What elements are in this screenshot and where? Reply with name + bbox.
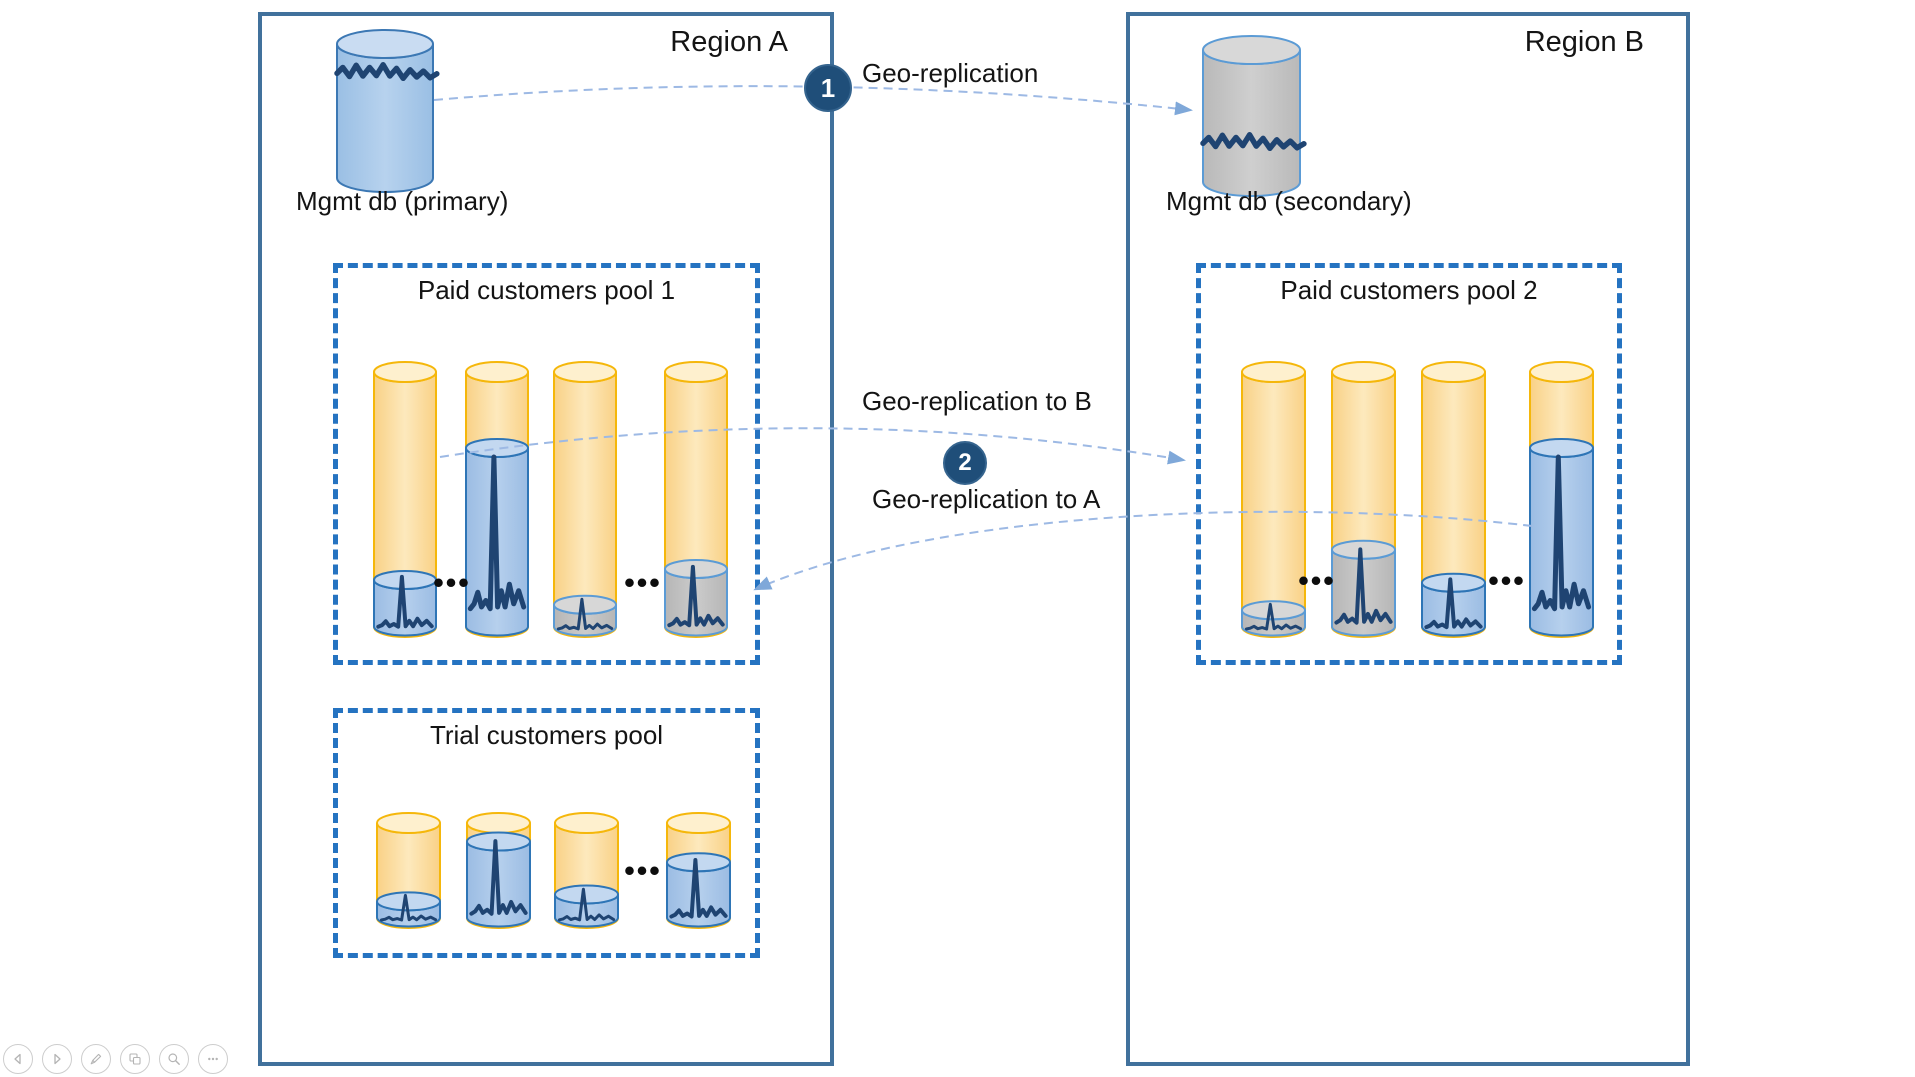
- pool-trial-customers-title: Trial customers pool: [429, 720, 664, 750]
- pool-paid-customers-1-title: Paid customers pool 1: [417, 275, 676, 305]
- region-b-title: Region B: [1524, 26, 1644, 58]
- pool2-ellipsis-2: •••: [1488, 564, 1526, 598]
- zoom-icon: [168, 1053, 180, 1065]
- mgmt-db-secondary-label: Mgmt db (secondary): [1166, 186, 1412, 216]
- see-all-slides-button[interactable]: [120, 1044, 150, 1074]
- pool2-ellipsis-1: •••: [1298, 564, 1336, 598]
- pen-icon: [90, 1053, 102, 1065]
- step-2-badge: 2: [943, 441, 987, 485]
- geo-replication-to-a-label: Geo-replication to A: [872, 484, 1101, 514]
- pool-paid-customers-1-box: Paid customers pool 1: [333, 263, 760, 665]
- more-options-icon: [208, 1057, 218, 1061]
- mgmt-db-primary-label: Mgmt db (primary): [296, 186, 509, 216]
- pool-trial-customers-box: Trial customers pool: [333, 708, 760, 958]
- step-1-badge: 1: [804, 64, 852, 112]
- slideshow-toolbar: [3, 1044, 228, 1074]
- previous-slide-icon: [14, 1053, 21, 1065]
- pen-button[interactable]: [81, 1044, 111, 1074]
- pool-paid-customers-2-box: Paid customers pool 2: [1196, 263, 1622, 665]
- region-a-title: Region A: [670, 26, 788, 58]
- trial-pool-ellipsis: •••: [624, 854, 662, 888]
- next-slide-icon: [54, 1053, 61, 1065]
- geo-replication-label: Geo-replication: [862, 58, 1039, 88]
- pool-paid-customers-2-title: Paid customers pool 2: [1280, 275, 1538, 305]
- zoom-slide-button[interactable]: [159, 1044, 189, 1074]
- more-options-button[interactable]: [198, 1044, 228, 1074]
- next-slide-button[interactable]: [42, 1044, 72, 1074]
- see-all-slides-icon: [129, 1053, 141, 1065]
- previous-slide-button[interactable]: [3, 1044, 33, 1074]
- pool1-ellipsis-2: •••: [624, 566, 662, 600]
- pool1-ellipsis-1: •••: [433, 566, 471, 600]
- geo-replication-to-b-label: Geo-replication to B: [862, 386, 1092, 416]
